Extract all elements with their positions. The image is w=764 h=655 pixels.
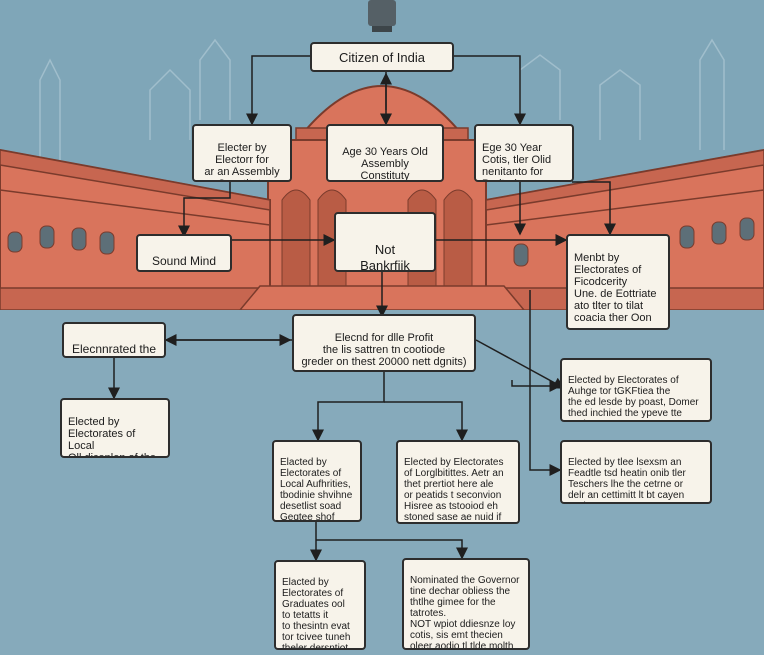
node-sound-mind-label: Sound Mind Years Old bbox=[151, 254, 217, 270]
node-elected-local-left-label: Elected by Electorates of Local Oll dice… bbox=[68, 416, 157, 458]
node-elected-profit-label: Elecnd for dlle Profit the lis sattren t… bbox=[301, 332, 467, 368]
node-nominated-governor-label: Elecnnrated the the Govemor bbox=[71, 342, 157, 356]
node-elected-graduates-label: Elacted by Electorates of Graduates ool … bbox=[282, 577, 351, 650]
node-age-30-right: Ege 30 Year Cotis, tler Olid nenitanto f… bbox=[474, 124, 574, 182]
node-age-30-right-label: Ege 30 Year Cotis, tler Olid nenitanto f… bbox=[482, 142, 552, 180]
node-elected-local-mid-label: Elacted by Electorates of Local Aufhriti… bbox=[280, 457, 353, 522]
node-age-30-assembly-label: Age 30 Years Old Assembly Constituty bbox=[342, 146, 428, 182]
node-elected-right-label: Elected by Electorates of Auhge tor tGKF… bbox=[568, 375, 699, 420]
node-elector-assembly: Electer by Electorr for ar an Assembly C… bbox=[192, 124, 292, 182]
node-nominated-governor-2: Nominated the Governor tine dechar oblie… bbox=[402, 558, 530, 650]
node-elected-local-bodies-label: Elected by Electorates of Lorglbitittes.… bbox=[404, 457, 504, 523]
node-not-bankrupt: Not Bankrfiik bbox=[334, 212, 436, 272]
node-citizen-label: Citizen of India bbox=[339, 49, 425, 65]
node-elected-teachers: Elected by tlee lsexsm an Feadtle tsd he… bbox=[560, 440, 712, 504]
node-elected-local-bodies: Elected by Electorates of Lorglbitittes.… bbox=[396, 440, 520, 524]
node-elected-graduates: Elacted by Electorates of Graduates ool … bbox=[274, 560, 366, 650]
node-member-right-label: Menbt by Electorates of Ficodcerity Une.… bbox=[574, 252, 657, 324]
node-not-bankrupt-label: Not Bankrfiik bbox=[360, 242, 410, 272]
node-sound-mind: Sound Mind Years Old bbox=[136, 234, 232, 272]
node-nominated-governor-2-label: Nominated the Governor tine dechar oblie… bbox=[410, 575, 520, 650]
node-nominated-governor: Elecnnrated the the Govemor bbox=[62, 322, 166, 358]
node-elected-right: Elected by Electorates of Auhge tor tGKF… bbox=[560, 358, 712, 422]
node-elected-teachers-label: Elected by tlee lsexsm an Feadtle tsd he… bbox=[568, 457, 686, 502]
node-elected-local-left: Elected by Electorates of Local Oll dice… bbox=[60, 398, 170, 458]
national-emblem-icon bbox=[368, 0, 396, 32]
node-elector-assembly-label: Electer by Electorr for ar an Assembly C… bbox=[204, 142, 280, 180]
node-elected-profit: Elecnd for dlle Profit the lis sattren t… bbox=[292, 314, 476, 372]
node-citizen-of-india: Citizen of India bbox=[310, 42, 454, 72]
node-member-right: Menbt by Electorates of Ficodcerity Une.… bbox=[566, 234, 670, 330]
node-age-30-assembly: Age 30 Years Old Assembly Constituty bbox=[326, 124, 444, 182]
node-elected-local-mid: Elacted by Electorates of Local Aufhriti… bbox=[272, 440, 362, 522]
